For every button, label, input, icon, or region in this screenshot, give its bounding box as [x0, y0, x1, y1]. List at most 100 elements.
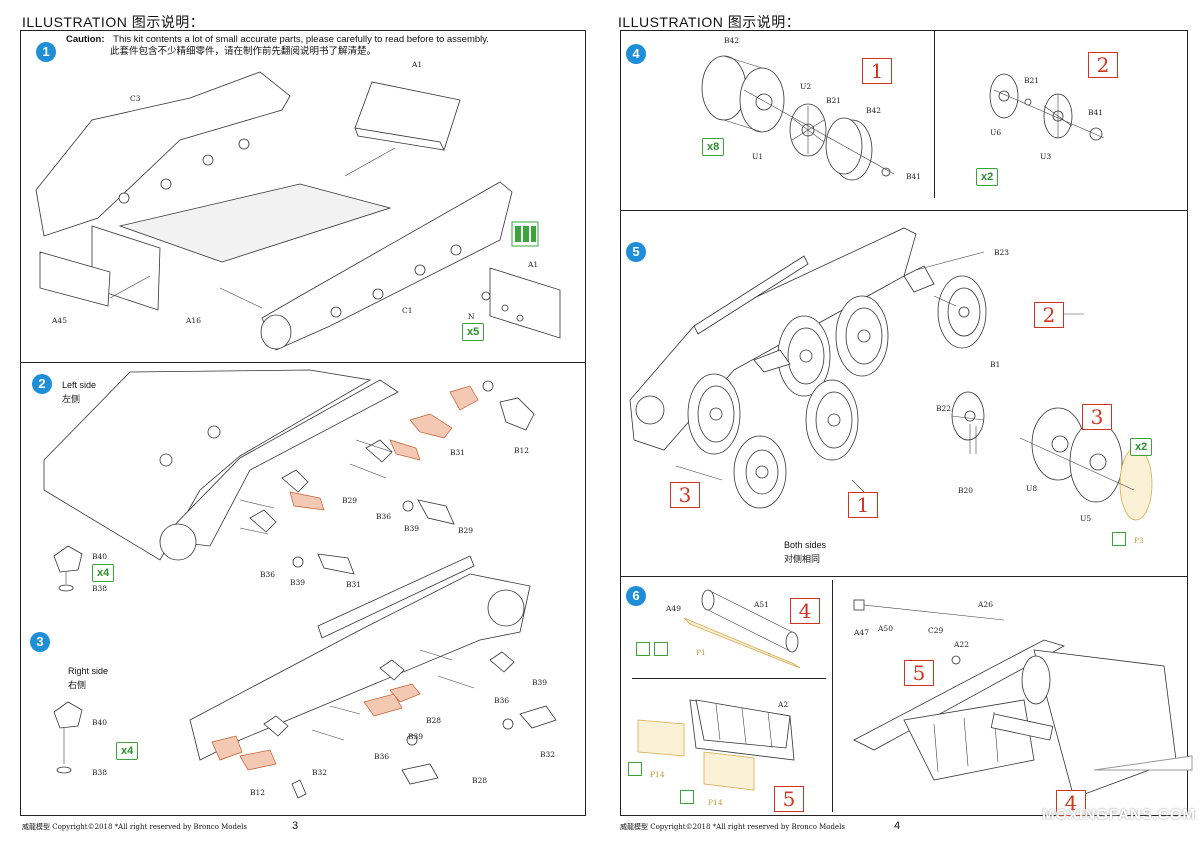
roadwheel	[835, 295, 889, 377]
sub-assembly-tag: 1	[862, 58, 892, 84]
watermark: MOXINGFANS.COM	[1042, 806, 1197, 823]
hull-side-upper	[35, 71, 291, 237]
hull-right-side	[189, 573, 531, 761]
part-label: U1	[752, 152, 764, 161]
page-left: ILLUSTRATION 图示说明： 1 Caution: This kit c…	[20, 14, 586, 832]
part-a45	[39, 251, 111, 307]
page-number: 4	[894, 820, 901, 832]
photoetch-icon	[680, 790, 694, 804]
step3-suspension-drawing	[53, 555, 557, 799]
step-badge: 2	[32, 374, 52, 394]
photoetch-strip	[683, 617, 801, 669]
part-label: B39	[532, 678, 548, 687]
sub-assembly-tag: 2	[1034, 302, 1064, 328]
part-a1-flange	[354, 127, 445, 151]
part-label: U6	[990, 128, 1002, 137]
sub-assembly-tag: 4	[1056, 790, 1086, 816]
caution-note: Caution: This kit contents a lot of smal…	[66, 34, 489, 58]
quantity-badge: x5	[462, 323, 485, 341]
sub-assembly-tag: 3	[1082, 404, 1112, 430]
step5-roadwheel-drawing	[629, 227, 1153, 521]
part-label: A16	[186, 316, 201, 325]
part-label: B32	[540, 750, 556, 759]
part-label: U5	[1080, 514, 1092, 523]
caption-en: Both sides	[784, 540, 827, 550]
part-label: B36	[374, 752, 390, 761]
part-label: A45	[52, 316, 67, 325]
part-label: N	[468, 312, 475, 321]
idler-hole	[260, 314, 292, 350]
step1-hull-drawing	[35, 71, 561, 351]
part-label: B31	[346, 580, 362, 589]
part-label: U8	[1026, 484, 1038, 493]
part-label: B23	[994, 248, 1010, 257]
photoetch-icon	[628, 762, 642, 776]
quantity-badge: x2	[976, 168, 999, 186]
part-label: B36	[376, 512, 392, 521]
copyright-footer: 威龍模型 Copyright©2018 *All right reserved …	[620, 823, 845, 831]
watermark-plane-icon	[1093, 755, 1193, 771]
part-label: U2	[800, 82, 812, 91]
glue-arrow-icon	[636, 642, 650, 656]
part-label: B21	[826, 96, 842, 105]
sub-assembly-tag: 3	[670, 482, 700, 508]
part-label: C1	[402, 306, 413, 315]
part-label: A50	[878, 624, 893, 633]
drive-hole	[159, 523, 197, 561]
part-label: B39	[404, 524, 420, 533]
step-badge: 3	[30, 632, 50, 652]
roadwheel	[805, 379, 859, 461]
page-right: ILLUSTRATION 图示说明： 4 B42 U2 B21 B42 U1 B…	[604, 0, 1200, 848]
photoetch-icon	[654, 642, 668, 656]
part-label: A49	[666, 604, 681, 613]
sub-assembly-tag: 5	[904, 660, 934, 686]
step-divider	[620, 210, 1187, 211]
part-label: A26	[978, 600, 993, 609]
part-label: B28	[426, 716, 442, 725]
part-label: B36	[494, 696, 510, 705]
photoetch-icon	[1112, 532, 1126, 546]
step6-fender-drawing	[637, 589, 1193, 799]
page-header: ILLUSTRATION 图示说明：	[618, 14, 801, 30]
part-label: B41	[1088, 108, 1104, 117]
caution-label: Caution:	[66, 34, 105, 45]
part-label: B29	[458, 526, 474, 535]
instruction-frame	[20, 30, 586, 816]
part-label: U3	[1040, 152, 1052, 161]
roadwheel	[687, 373, 741, 455]
part-label: B22	[936, 404, 952, 413]
part-label: B42	[866, 106, 882, 115]
photoetch-sheet	[637, 719, 685, 757]
caution-text-en: This kit contents a lot of small accurat…	[113, 34, 489, 45]
part-label: A1	[528, 260, 539, 269]
step-badge: 5	[626, 242, 646, 262]
caution-text-zh: 此套件包含不少精细零件，请在制作前先翻阅说明书了解清楚。	[110, 46, 377, 57]
step-title-zh: 右侧	[68, 680, 87, 690]
sub-assembly-tag: 1	[848, 492, 878, 518]
sprocket	[733, 435, 787, 509]
part-a1-detail	[489, 267, 561, 339]
sub-assembly-tag: 2	[1088, 52, 1118, 78]
part-label: B31	[450, 448, 466, 457]
part-label: B39	[408, 732, 424, 741]
hull-rear	[1033, 649, 1177, 799]
hull-floor	[118, 183, 392, 263]
part-label: B40	[92, 552, 108, 561]
step-divider-vertical	[934, 30, 935, 198]
drive-hole	[487, 589, 525, 627]
instruction-frame	[620, 30, 1188, 816]
part-label: B36	[260, 570, 276, 579]
part-label: B1	[990, 360, 1001, 369]
hull-left-side-lower	[159, 379, 399, 547]
page-number: 3	[292, 820, 299, 832]
quantity-badge: x4	[116, 742, 139, 760]
sub-assembly-tag: 5	[774, 786, 804, 812]
fender	[693, 255, 809, 335]
part-label: B28	[472, 776, 488, 785]
quantity-badge: x8	[702, 138, 725, 156]
part-label: A2	[778, 700, 789, 709]
part-label: B29	[342, 496, 358, 505]
page-header: ILLUSTRATION 图示说明：	[22, 14, 205, 30]
hull-right-fender	[317, 555, 475, 639]
step-title-en: Right side	[68, 666, 109, 676]
